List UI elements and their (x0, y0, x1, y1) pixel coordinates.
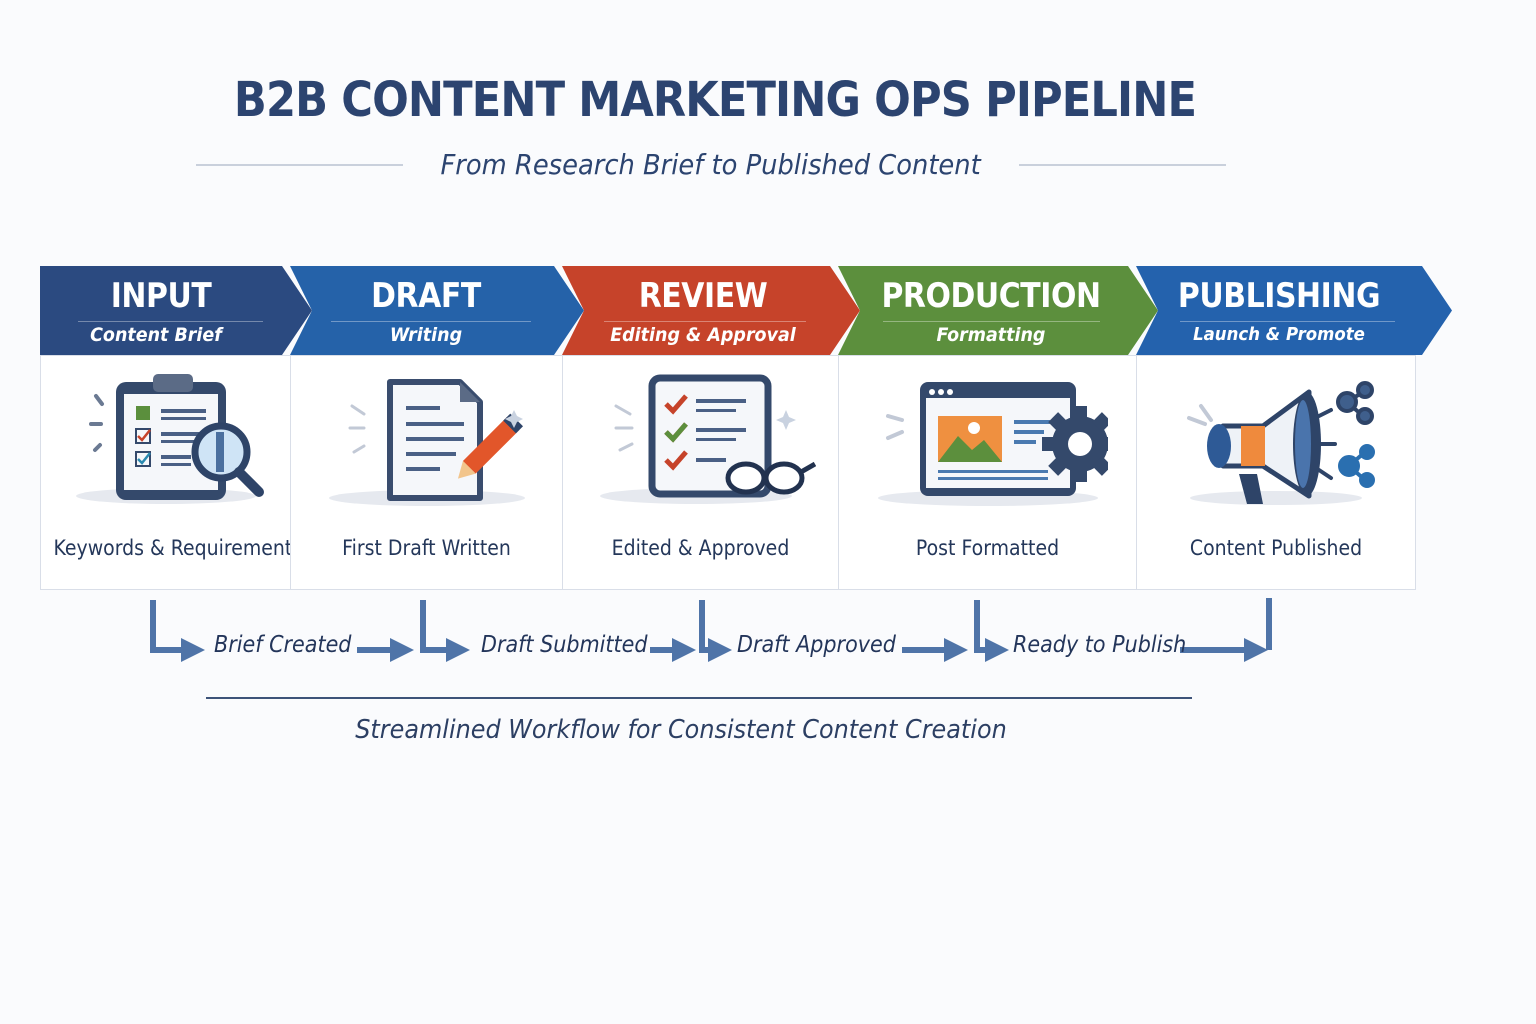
clipboard-checklist-magnifier-icon (75, 374, 264, 504)
divider (1018, 163, 1226, 166)
handoff-label: Brief Created (214, 632, 352, 658)
divider (196, 163, 404, 166)
stage-name: PUBLISHING (1177, 276, 1381, 316)
handoff-arrow (974, 600, 1009, 662)
monitor-gear-icon (877, 382, 1108, 506)
document-pencil-icon (328, 379, 525, 506)
stage-subtitle: Writing (389, 324, 463, 346)
handoff-label: Draft Submitted (481, 632, 648, 658)
stage-subtitle: Editing & Approval (610, 324, 796, 346)
stage-subtitle: Launch & Promote (1193, 324, 1365, 345)
stage-name: REVIEW (638, 276, 768, 316)
stage-header: PUBLISHING Launch & Promote (1136, 266, 1452, 355)
footer-tagline: Streamlined Workflow for Consistent Cont… (355, 715, 1007, 745)
stage-card: First Draft Written (290, 355, 563, 590)
checklist-glasses-icon (599, 374, 816, 504)
stage-card: Edited & Approved (562, 355, 839, 590)
handoff-arrow (699, 600, 732, 662)
stage-header: PRODUCTION Formatting (838, 266, 1158, 355)
stage-subtitle: Content Brief (90, 324, 222, 346)
stage-output: Keywords & Requirements (53, 536, 303, 560)
stage-output: Content Published (1189, 536, 1363, 560)
divider (331, 321, 532, 322)
stage-header: DRAFT Writing (290, 266, 584, 355)
stage-card: Content Published (1136, 355, 1416, 590)
stage-subtitle: Formatting (936, 324, 1046, 346)
stage-output: First Draft Written (342, 536, 511, 560)
stage-output: Edited & Approved (611, 536, 790, 560)
divider (882, 321, 1101, 322)
stage-card: Post Formatted (838, 355, 1137, 590)
divider (1180, 321, 1396, 322)
stage-name: INPUT (110, 276, 212, 316)
stage-card: Keywords & Requirements (40, 355, 303, 590)
handoff-arrow (420, 600, 470, 662)
stage-name: DRAFT (371, 276, 481, 316)
handoff-arrow (150, 600, 205, 662)
stage-output: Post Formatted (915, 536, 1060, 560)
divider (603, 321, 807, 322)
stage-header: REVIEW Editing & Approval (562, 266, 860, 355)
subtitle-row: From Research Brief to Published Content (196, 148, 1226, 181)
handoff-label: Ready to Publish (1013, 632, 1187, 658)
stage-name: PRODUCTION (881, 276, 1101, 316)
page-title: B2B CONTENT MARKETING OPS PIPELINE (233, 72, 1197, 128)
stage-header: INPUT Content Brief (40, 266, 312, 355)
megaphone-share-icon (1187, 381, 1375, 505)
handoff-label: Draft Approved (737, 632, 896, 658)
footer-divider (206, 697, 1192, 699)
subtitle: From Research Brief to Published Content (440, 148, 982, 181)
divider (78, 321, 264, 322)
